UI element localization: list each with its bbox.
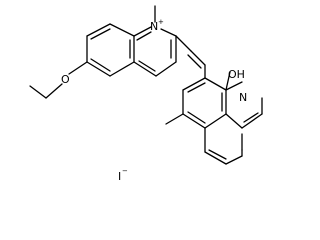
vinyl-bonds [175,35,206,79]
label-iodide: I [118,170,121,183]
label-n-quinoline: N [239,91,247,104]
label-n-quinolinium: N [150,20,158,33]
label-quinolinium-charge: + [158,18,164,26]
label-ether-oxygen: O [61,73,70,86]
quinolinium-bonds [86,5,177,77]
label-hydroxy: OH [228,68,245,81]
atom-labels: N + OH N O I − [61,18,247,183]
ethoxy-bonds [29,61,88,99]
label-iodide-charge: − [122,167,128,175]
structure-canvas: N + OH N O I − [29,5,263,183]
molecule-diagram: N + OH N O I − [29,5,263,183]
hydroxyquinoline-bonds [165,71,263,165]
